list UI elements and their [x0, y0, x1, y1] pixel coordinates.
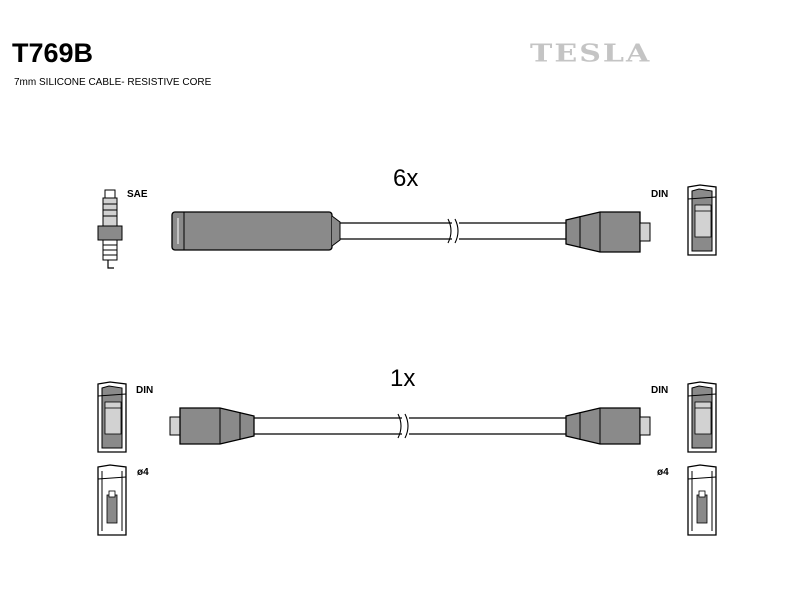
din-label-bottom-left: DIN	[136, 385, 154, 396]
sae-label: SAE	[127, 189, 148, 200]
din-terminal-icon	[687, 381, 717, 453]
phi4-label-left: ø4	[137, 467, 149, 478]
din-terminal-icon	[97, 381, 127, 453]
phi4-terminal-icon	[687, 464, 717, 536]
din-connector-bottom-right	[565, 407, 651, 445]
cable-spec-subtitle: 7mm SILICONE CABLE- RESISTIVE CORE	[14, 77, 212, 88]
brand-logo: TESLA	[530, 40, 652, 68]
din-label-top-right: DIN	[651, 189, 669, 200]
cable-wire-top	[340, 218, 570, 244]
quantity-label-cable-2: 1x	[390, 365, 416, 392]
plug-boot-icon	[171, 211, 341, 251]
phi4-label-right: ø4	[657, 467, 669, 478]
phi4-terminal-icon	[97, 464, 127, 536]
din-connector-top-right	[565, 211, 651, 253]
quantity-label-cable-1: 6x	[393, 165, 419, 192]
cable-wire-bottom	[254, 413, 568, 439]
part-number: T769B	[12, 38, 94, 68]
din-terminal-icon	[687, 184, 717, 256]
din-label-bottom-right: DIN	[651, 385, 669, 396]
din-connector-bottom-left	[169, 407, 255, 445]
spark-plug-icon	[97, 189, 123, 269]
